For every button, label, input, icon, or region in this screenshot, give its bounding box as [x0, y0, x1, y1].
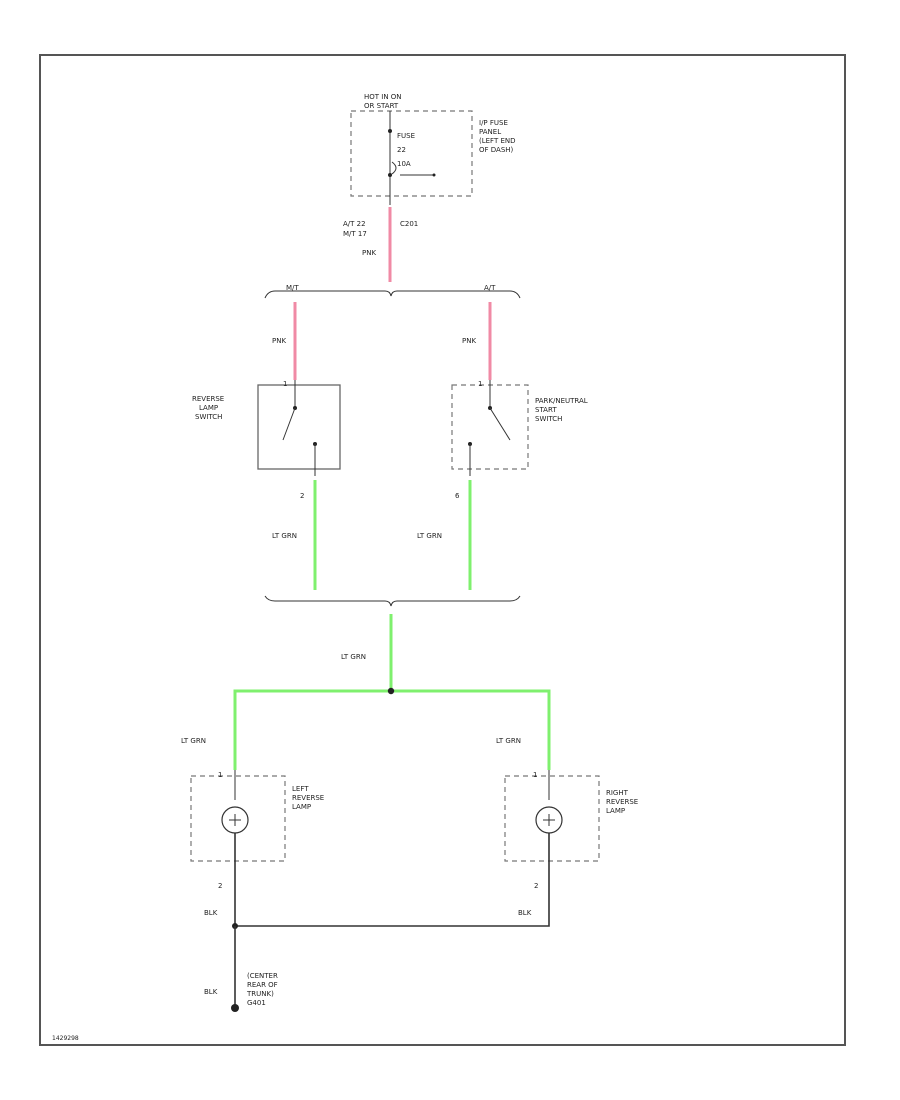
reverse-switch-box — [257, 384, 341, 470]
pn-switch-out-wire-color: LT GRN — [417, 532, 442, 540]
right-lamp-label-3: LAMP — [606, 807, 625, 815]
fuse-label-2: 22 — [397, 146, 406, 154]
reverse-switch-label-1: REVERSE — [192, 395, 224, 403]
pn-switch-pin-in: 1 — [478, 380, 482, 388]
right-lamp-wire-color: LT GRN — [496, 737, 521, 745]
lamp-distribution-wire — [233, 689, 551, 770]
fuse-element-icon — [391, 161, 397, 175]
right-reverse-lamp: LT GRN 1 RIGHT REVERSE LAMP 2 BLK — [235, 737, 638, 927]
hot-label-2: OR START — [364, 102, 399, 110]
left-lamp-filament-icon — [229, 814, 241, 826]
feed-circuit-2: M/T 17 — [343, 230, 367, 238]
feed-wire-color: PNK — [362, 249, 376, 257]
reverse-switch-pin-in: 1 — [283, 380, 287, 388]
pn-switch-label-2: START — [535, 406, 557, 414]
left-lamp-label-1: LEFT — [292, 785, 309, 793]
right-lamp-pin-in: 1 — [533, 771, 537, 779]
ground-point: BLK (CENTER REAR OF TRUNK) G401 — [204, 923, 278, 1012]
right-lamp-box — [504, 775, 600, 862]
ground-terminal-icon — [231, 1004, 239, 1012]
ground-label-4: G401 — [247, 999, 266, 1007]
left-lamp-label-2: REVERSE — [292, 794, 324, 802]
pn-switch-blade-icon — [489, 407, 511, 441]
merged-wire-color: LT GRN — [341, 653, 366, 661]
panel-label-4: OF DASH) — [479, 146, 514, 154]
splice-point — [387, 687, 395, 695]
ground-label-2: REAR OF — [247, 981, 278, 989]
pn-switch-wire-color: PNK — [462, 337, 476, 345]
panel-label-3: (LEFT END — [479, 137, 516, 145]
left-lamp-box — [190, 775, 286, 862]
left-lamp-ground-wire-color: BLK — [204, 909, 218, 917]
fuse-contact-bottom — [388, 173, 392, 177]
fuse-label-1: FUSE — [397, 132, 415, 140]
feed-circuit-1: A/T 22 — [343, 220, 366, 228]
branch-brace — [264, 290, 521, 299]
left-lamp-wire-color: LT GRN — [181, 737, 206, 745]
reverse-switch-label-3: SWITCH — [195, 413, 222, 421]
figure-id: 1429298 — [52, 1035, 79, 1042]
diagram-frame — [39, 54, 846, 1046]
right-lamp-label-1: RIGHT — [606, 789, 629, 797]
left-lamp-pin-out: 2 — [218, 882, 222, 890]
fuse-panel-box — [350, 110, 473, 197]
merge-brace — [264, 595, 521, 607]
ground-wire-color: BLK — [204, 988, 218, 996]
hot-label-1: HOT IN ON — [364, 93, 402, 101]
left-lamp-pin-in: 1 — [218, 771, 222, 779]
branch-right-label: A/T — [484, 284, 496, 292]
reverse-switch-blade-icon — [282, 407, 296, 441]
pn-switch-label-1: PARK/NEUTRAL — [535, 397, 588, 405]
right-lamp-ground-wire-color: BLK — [518, 909, 532, 917]
feed-splice: C201 — [400, 220, 418, 228]
reverse-switch-pin-out: 2 — [300, 492, 304, 500]
reverse-switch-wire-color: PNK — [272, 337, 286, 345]
park-neutral-start-switch: PNK 1 PARK/NEUTRAL START SWITCH 6 LT GRN — [417, 302, 588, 590]
right-lamp-filament-icon — [543, 814, 555, 826]
panel-label-1: I/P FUSE — [479, 119, 508, 127]
branch-left-label: M/T — [286, 284, 299, 292]
reverse-switch-label-2: LAMP — [199, 404, 218, 412]
reverse-lamp-switch: PNK 1 REVERSE LAMP SWITCH 2 LT GRN — [192, 302, 341, 590]
pn-switch-pin-out: 6 — [455, 492, 460, 500]
fuse-bus-end — [432, 173, 436, 177]
fuse-label-3: 10A — [397, 160, 411, 168]
fuse-contact-top — [388, 129, 392, 133]
ground-label-1: (CENTER — [247, 972, 278, 980]
reverse-switch-out-wire-color: LT GRN — [272, 532, 297, 540]
right-lamp-label-2: REVERSE — [606, 798, 638, 806]
panel-label-2: PANEL — [479, 128, 501, 136]
left-reverse-lamp: LT GRN 1 LEFT REVERSE LAMP 2 BLK — [181, 737, 324, 926]
fuse-panel: HOT IN ON OR START FUSE 22 10A I/P FUSE … — [350, 93, 516, 205]
right-lamp-pin-out: 2 — [534, 882, 538, 890]
ground-label-3: TRUNK) — [246, 990, 274, 998]
pn-switch-label-3: SWITCH — [535, 415, 562, 423]
left-lamp-label-3: LAMP — [292, 803, 311, 811]
right-lamp-ground-wire — [235, 833, 550, 927]
